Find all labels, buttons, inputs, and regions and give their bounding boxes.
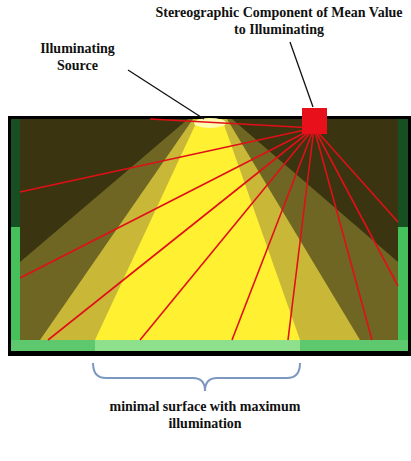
callout-label: Illuminating Source (30, 40, 125, 74)
left-wall-dark (11, 119, 20, 227)
ray (232, 128, 314, 340)
ray (20, 128, 314, 278)
light-cone-outer (20, 119, 398, 340)
bracket (93, 363, 300, 391)
leader-line (290, 42, 313, 107)
callout-label: Stereographic Component of Mean Value to… (150, 4, 408, 38)
right-wall-dark (398, 119, 408, 227)
floor-lit (95, 340, 300, 351)
caption-label: minimal surface with maximum illuminatio… (102, 398, 308, 432)
ray (150, 119, 314, 128)
room-frame (8, 116, 411, 356)
leader-line (128, 70, 204, 119)
room-box (8, 108, 411, 356)
left-wall-lit (11, 227, 20, 340)
floor (11, 340, 408, 351)
ray (314, 128, 398, 286)
ray (140, 128, 314, 340)
ray (288, 128, 314, 340)
rays (20, 119, 398, 340)
leader-lines (128, 42, 313, 119)
ray (314, 128, 398, 222)
ray (48, 128, 314, 340)
stereographic-component (302, 108, 327, 134)
right-wall-lit (398, 227, 408, 340)
light-cone-inner (95, 119, 300, 340)
room-dark-fill (11, 119, 408, 351)
